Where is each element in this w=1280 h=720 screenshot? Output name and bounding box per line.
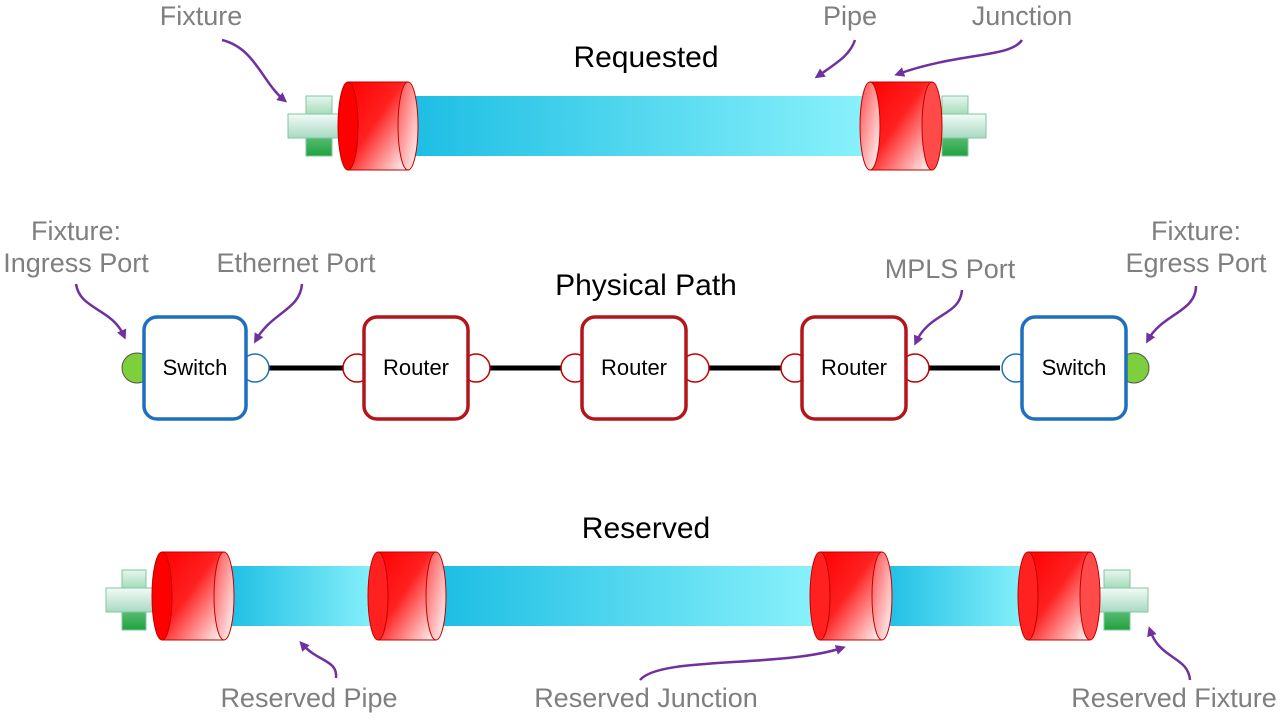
router-node-1: Router: [362, 315, 470, 421]
label-reserved-junction: Reserved Junction: [534, 683, 758, 713]
requested-junction-right: [859, 81, 943, 171]
arrow-reserved-pipe: [299, 641, 338, 679]
label-junction: Junction: [972, 1, 1073, 31]
router-label-1: Router: [383, 355, 449, 380]
label-fixture: Fixture: [160, 1, 243, 31]
label-mpls-port: MPLS Port: [885, 254, 1016, 284]
requested-junction-left: [337, 81, 419, 171]
switch-node-left: Switch: [142, 315, 248, 421]
arrow-pipe: [814, 39, 857, 79]
reserved-section: Reserved: [105, 512, 1277, 713]
reserved-junction-4: [1017, 551, 1101, 641]
label-ingress-line2: Ingress Port: [3, 248, 149, 278]
reserved-junction-2: [367, 551, 447, 641]
arrow-ingress: [74, 283, 127, 340]
reserved-pipe-3: [872, 566, 1030, 626]
router-node-2: Router: [580, 315, 688, 421]
arrow-reserved-junction: [639, 645, 846, 681]
switch-label-right: Switch: [1042, 355, 1107, 380]
requested-title: Requested: [573, 41, 718, 74]
requested-section: Requested Fixture: [160, 1, 1073, 171]
reserved-title: Reserved: [582, 512, 710, 545]
label-reserved-pipe: Reserved Pipe: [220, 683, 397, 713]
router-node-3: Router: [800, 315, 908, 421]
arrow-ethernet: [254, 283, 304, 344]
reserved-pipe-2: [428, 566, 820, 626]
arrow-junction: [894, 39, 1024, 77]
router-label-2: Router: [601, 355, 667, 380]
label-egress-line1: Fixture:: [1151, 216, 1241, 246]
arrow-egress: [1146, 285, 1198, 344]
reserved-junction-3: [809, 551, 893, 641]
label-egress-line2: Egress Port: [1125, 248, 1267, 278]
arrow-reserved-fixture: [1147, 626, 1192, 681]
arrow-fixture: [221, 38, 288, 103]
reserved-pipe-1: [214, 566, 380, 626]
label-pipe: Pipe: [823, 1, 877, 31]
switch-node-right: Switch: [1020, 315, 1128, 421]
label-reserved-fixture: Reserved Fixture: [1071, 683, 1277, 713]
requested-pipe: [396, 96, 870, 156]
switch-label-left: Switch: [163, 355, 228, 380]
physical-section: Physical Path Switch Router: [3, 216, 1267, 421]
physical-title: Physical Path: [555, 269, 737, 302]
arrow-mpls: [914, 289, 964, 346]
label-ethernet-port: Ethernet Port: [216, 248, 376, 278]
label-ingress-line1: Fixture:: [31, 216, 121, 246]
reserved-junction-1: [151, 551, 235, 641]
router-label-3: Router: [821, 355, 887, 380]
